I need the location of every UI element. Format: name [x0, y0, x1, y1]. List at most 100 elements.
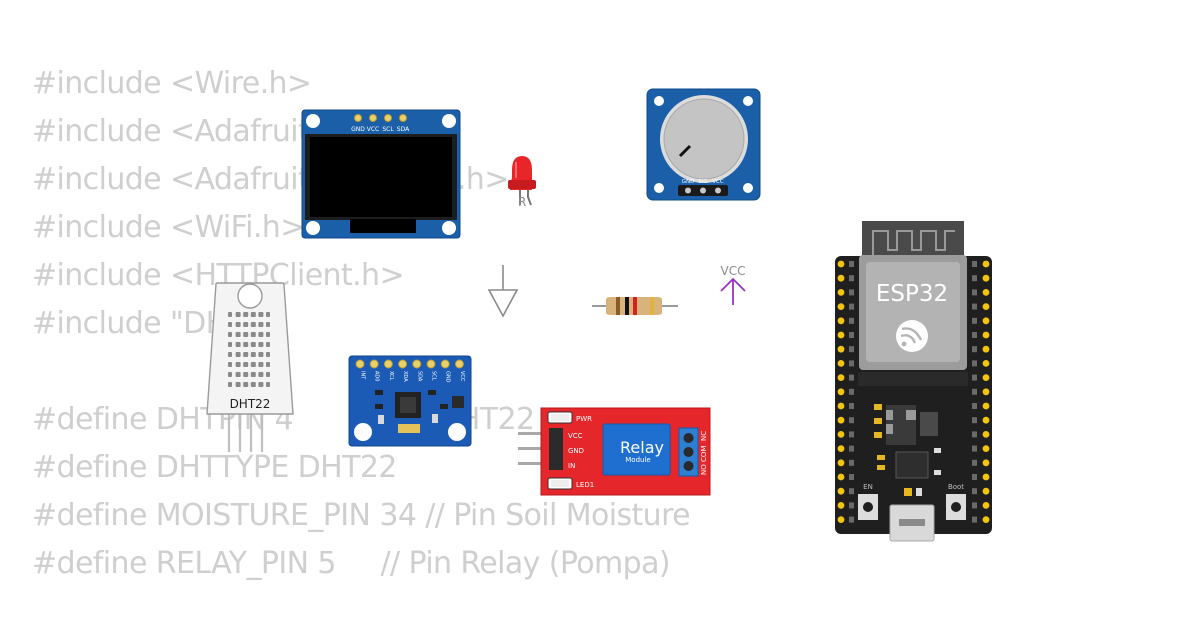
vent-slot [266, 352, 270, 357]
esp32-pin [837, 473, 845, 481]
vent-slot [250, 342, 256, 347]
mpu-pin-label: VCC [459, 371, 465, 382]
esp32-pin [982, 331, 990, 339]
vent-slot [243, 362, 249, 367]
vent-slot [243, 332, 249, 337]
vent-slot [250, 312, 256, 317]
esp32-pin-label-mark [849, 360, 854, 367]
boot-button[interactable] [951, 502, 961, 512]
esp32-pin [982, 445, 990, 452]
esp32-pin-label-mark [849, 474, 854, 480]
espressif-logo-icon [896, 320, 928, 352]
dht22-sensor[interactable]: DHT22 [206, 282, 294, 452]
vent-slot [266, 342, 270, 347]
mpu-pin-label: AD0 [374, 371, 380, 381]
vent-slot [258, 342, 264, 347]
esp32-pin [982, 502, 990, 509]
vent-slot [250, 362, 256, 367]
esp32-pin-label-mark [972, 417, 977, 424]
vent-slot [266, 372, 270, 377]
vent-slot [266, 322, 270, 327]
mpu-pin-label: XDA [402, 371, 408, 382]
vent-slot [235, 372, 241, 377]
code-line: #include <WiFi.h> [32, 210, 305, 245]
esp32-pin [982, 473, 990, 481]
vent-slot [235, 382, 241, 387]
potentiometer[interactable]: GND SIG VCC [646, 88, 761, 201]
vent-slot [235, 342, 241, 347]
resistor[interactable] [592, 297, 678, 315]
esp32-pin [837, 487, 845, 495]
esp32-pin-header-left [837, 260, 854, 523]
esp32-pin-label-mark [849, 388, 854, 395]
mpu-pin-label: INT [360, 371, 366, 380]
vent-slot [228, 372, 232, 377]
esp32-pin-label-mark [849, 332, 854, 338]
esp32-pin-label-mark [972, 261, 977, 267]
vent-slot [228, 352, 232, 357]
esp32-pin-label-mark [972, 403, 977, 409]
relay-title: Relay [620, 438, 664, 457]
vent-slot [243, 372, 249, 377]
esp32-pin-label-mark [849, 346, 854, 353]
esp32-pin [837, 416, 845, 424]
vent-slot [250, 352, 256, 357]
mpu-pin [440, 359, 450, 369]
vent-slot [243, 352, 249, 357]
esp32-pin-label-mark [849, 417, 854, 424]
relay-pwr-label: PWR [576, 415, 592, 423]
vcc-icon[interactable]: VCC [720, 264, 746, 305]
esp32-pin-label-mark [849, 431, 854, 438]
esp32-pin-label-mark [849, 289, 854, 296]
vent-slot [228, 362, 232, 367]
esp32-pin [982, 416, 990, 424]
esp32-pin-label-mark [849, 317, 854, 324]
esp32-pin [982, 289, 990, 296]
vent-slot [266, 382, 270, 387]
esp32-pin-label-mark [849, 445, 854, 452]
dht22-vent-grid [228, 312, 270, 387]
esp32-pin-label-mark [849, 502, 854, 509]
mpu-pin [355, 359, 365, 369]
esp32-pin [837, 402, 845, 410]
esp32-pin [982, 516, 990, 523]
esp32-pin-label-mark [972, 459, 977, 466]
esp32-pin [837, 388, 845, 396]
esp32-pin [837, 274, 845, 282]
esp32-pin [982, 360, 990, 367]
esp32-pin [982, 303, 990, 310]
esp32-board[interactable]: ESP32 EN Boot [835, 221, 992, 542]
mpu-pin [412, 359, 422, 369]
esp32-pin-label-mark [972, 289, 977, 296]
esp32-pin-label-mark [849, 261, 854, 267]
en-button[interactable] [863, 502, 873, 512]
red-led[interactable]: R [508, 156, 536, 209]
esp32-pin [837, 374, 845, 381]
vent-slot [258, 372, 264, 377]
esp32-pin-label-mark [849, 488, 854, 495]
vent-slot [258, 322, 264, 327]
esp32-pin-label-mark [849, 403, 854, 409]
vent-slot [228, 342, 232, 347]
relay-module[interactable]: PWR LED1 VCC GND IN Relay Module NO COM … [518, 407, 711, 496]
vent-slot [266, 332, 270, 337]
knob-indicator [678, 144, 692, 158]
ground-icon[interactable] [487, 265, 519, 318]
esp32-pin [837, 260, 845, 268]
vent-slot [266, 362, 270, 367]
vent-slot [243, 322, 249, 327]
code-line: #include <Wire.h> [32, 66, 312, 101]
pot-pin-label: SIG [698, 179, 707, 185]
esp32-pin [982, 260, 990, 268]
relay-pin-label: IN [568, 462, 575, 470]
oled-display[interactable]: GND VCC SCL SDA [301, 109, 461, 239]
esp32-pin-label-mark [972, 445, 977, 452]
vent-slot [228, 382, 232, 387]
esp32-pin [982, 431, 990, 438]
relay-pin-label: GND [568, 447, 584, 455]
mpu-pin [383, 359, 393, 369]
relay-led1-label: LED1 [576, 481, 594, 489]
esp32-pin [982, 487, 990, 495]
